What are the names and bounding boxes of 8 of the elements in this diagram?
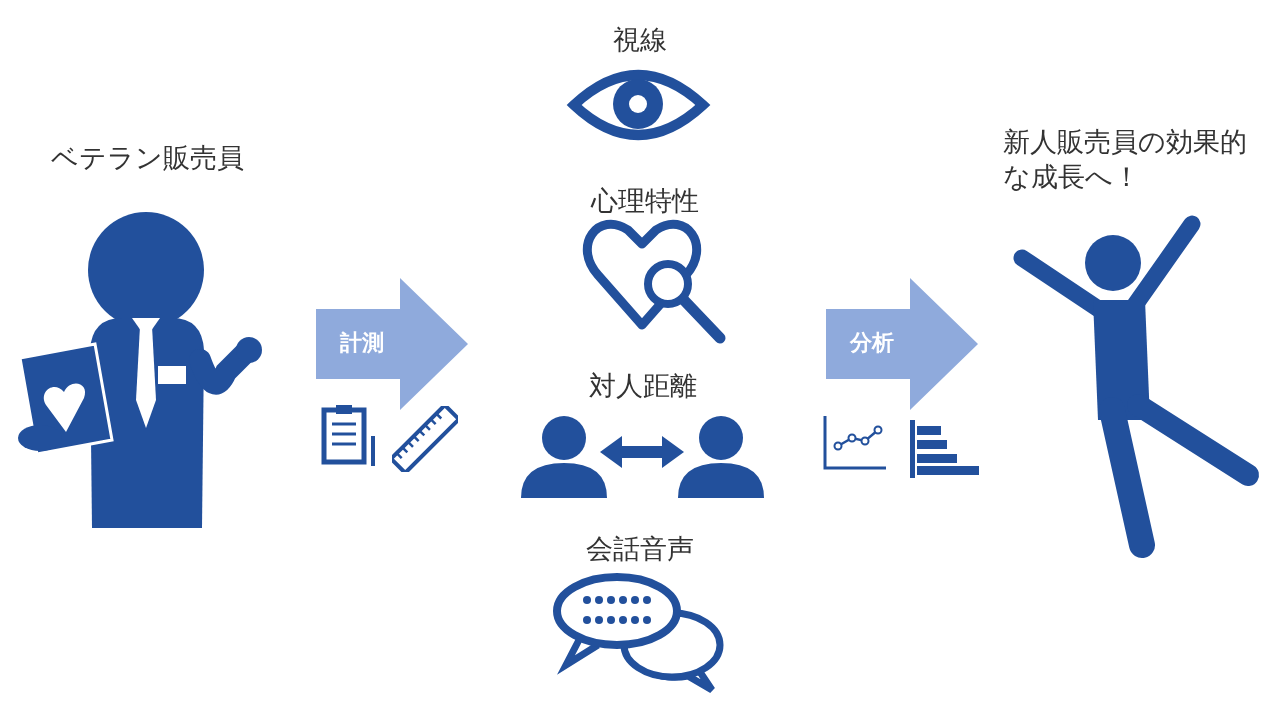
- figure-caption: 対人距離: [589, 369, 697, 403]
- figure-caption: 心理特性: [591, 184, 699, 218]
- figure-caption: 新人販売員の効果的な成長へ！: [1003, 125, 1248, 195]
- figure-caption: 会話音声: [586, 532, 694, 566]
- arrow-label: 分析: [850, 329, 894, 357]
- figure-caption: 視線: [613, 23, 667, 57]
- arrow-label: 計測: [340, 329, 384, 357]
- figure-caption: ベテラン販売員: [50, 141, 244, 175]
